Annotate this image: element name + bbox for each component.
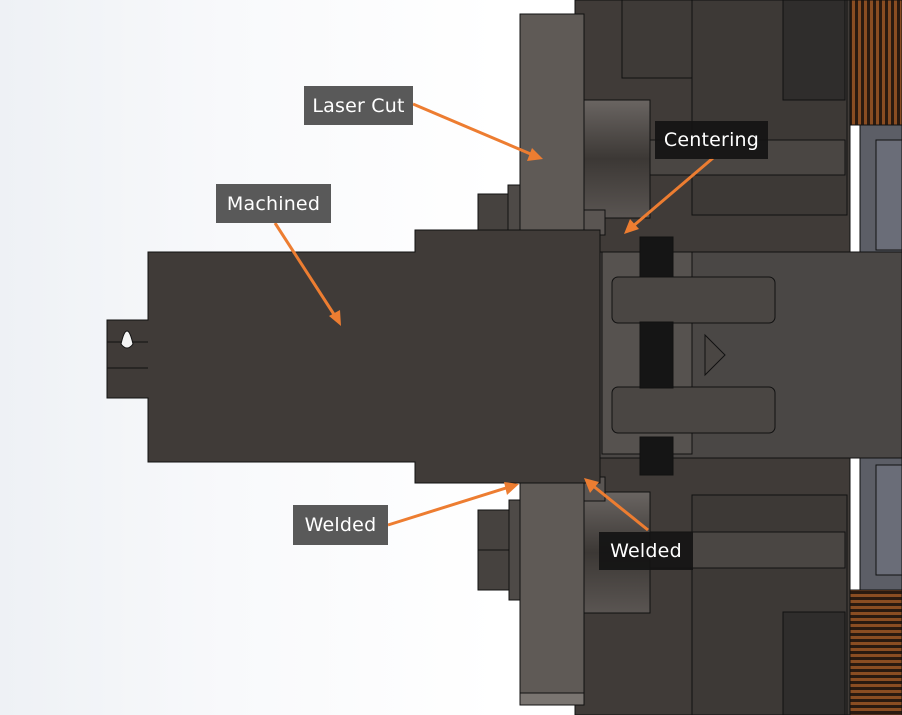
label-welded-left: Welded	[293, 505, 388, 545]
arrow-machined	[273, 222, 337, 317]
laser-cut-plate-bottom	[519, 479, 585, 706]
bolt-bottom	[611, 386, 776, 434]
arrow-laser-cut	[412, 102, 534, 157]
clamp-nut-3	[639, 436, 674, 476]
clamp-nut-1	[639, 236, 674, 278]
label-centering: Centering	[655, 121, 768, 159]
label-machined: Machined	[216, 184, 331, 223]
clamp-nut-2	[639, 321, 674, 389]
arrow-welded-right	[591, 483, 649, 532]
arrow-centering	[631, 156, 714, 229]
keyway	[120, 330, 134, 349]
laser-cut-plate-top	[519, 13, 585, 232]
annotation-arrows	[273, 102, 714, 532]
label-welded-right: Welded	[599, 532, 693, 570]
bolt-top	[611, 276, 776, 324]
bearing-top	[583, 99, 651, 219]
winding-top	[849, 0, 902, 126]
washer-top	[507, 184, 521, 231]
label-laser-cut: Laser Cut	[304, 86, 413, 125]
nut-top	[477, 193, 509, 231]
machined-shaft	[106, 229, 601, 484]
washer-bottom	[508, 499, 521, 601]
arrow-welded-left	[387, 485, 510, 527]
winding-bottom	[849, 589, 902, 715]
